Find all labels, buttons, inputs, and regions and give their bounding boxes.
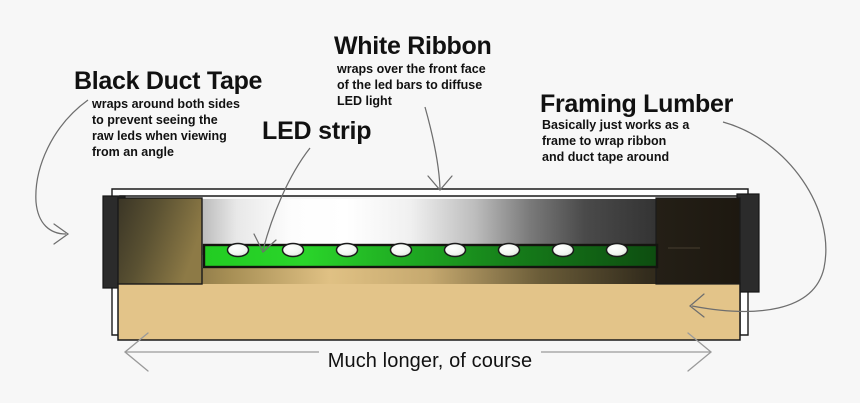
arrowhead-framing-lumber [689, 293, 705, 318]
led-dots [226, 242, 629, 258]
lumber-end-left [117, 197, 203, 285]
framing-lumber-face [117, 282, 741, 341]
led-dot [443, 242, 467, 258]
lumber-shadow-band [118, 268, 740, 284]
led-dot [389, 242, 413, 258]
span-arrowhead-left [123, 332, 149, 372]
arrow-duct-tape [35, 99, 89, 235]
callout-body-framing-lumber: Basically just works as a frame to wrap … [542, 118, 690, 165]
callout-body-white-ribbon: wraps over the front face of the led bar… [337, 62, 486, 109]
callout-black-duct-tape: Black Duct Tape wraps around both sides … [74, 68, 262, 160]
callout-heading-duct-tape: Black Duct Tape [74, 67, 263, 95]
callout-body-duct-tape: wraps around both sides to prevent seein… [92, 97, 240, 160]
arrow-led-strip [262, 147, 311, 251]
callout-arrows [35, 99, 827, 313]
callout-framing-lumber: Framing Lumber Basically just works as a… [540, 91, 733, 165]
led-dot [605, 242, 629, 258]
callout-heading-white-ribbon: White Ribbon [334, 32, 492, 60]
span-caption-text: Much longer, of course [318, 350, 542, 372]
arrowhead-duct-tape [53, 223, 70, 245]
arrow-heads [53, 175, 705, 318]
span-arrowhead-right [687, 332, 713, 372]
arrowhead-white-ribbon [427, 175, 453, 191]
led-dot [281, 242, 305, 258]
led-strip-board [202, 243, 659, 269]
callout-led-strip: LED strip [262, 117, 372, 145]
arrow-white-ribbon [424, 106, 441, 189]
span-caption: Much longer, of course [0, 350, 860, 373]
led-dot [497, 242, 521, 258]
lumber-end-right [655, 197, 741, 285]
callout-white-ribbon: White Ribbon wraps over the front face o… [334, 32, 492, 109]
arrow-framing-lumber [691, 121, 827, 313]
arrowhead-led-strip [253, 233, 277, 254]
led-dot [335, 242, 359, 258]
led-dot [551, 242, 575, 258]
callout-heading-framing-lumber: Framing Lumber [540, 90, 734, 118]
led-dot [226, 242, 250, 258]
